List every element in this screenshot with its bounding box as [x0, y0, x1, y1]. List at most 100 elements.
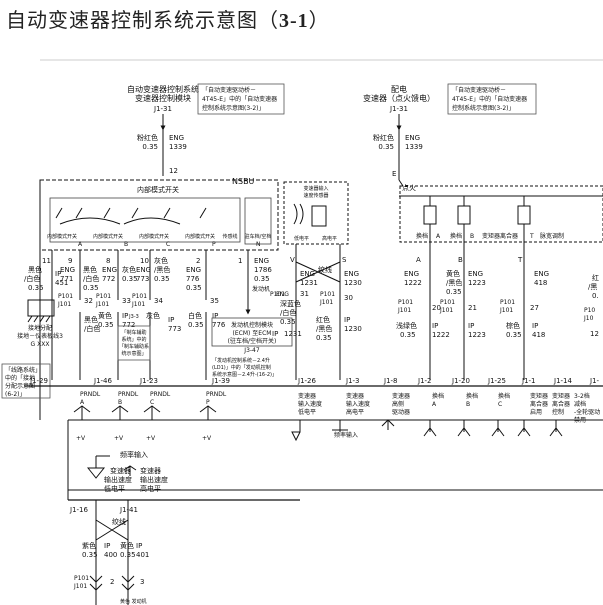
lw1-size: 0.35 — [82, 551, 98, 559]
module-line1: 自动变速器控制系统 — [127, 84, 199, 94]
sol-t-name: 变矩器离合器 — [482, 232, 518, 240]
conn-12: J1-14 — [553, 377, 572, 385]
eng-no-left: 1339 — [169, 143, 187, 151]
prndl-3: PRNDL — [150, 391, 171, 398]
w9-color: 黑色 — [83, 265, 97, 274]
ground-note1: 「线路系统」 — [5, 366, 41, 374]
solw3-no: 418 — [534, 279, 547, 287]
page-title: 自动变速器控制系统示意图（3-1） — [6, 8, 330, 32]
pin-right: E — [392, 170, 396, 178]
nsbu-sub-2: 内部模式开关 — [93, 233, 123, 240]
sw1-ipno: 1231 — [284, 330, 302, 338]
ref-note-right-3: 控制系统示意图(3-2)」 — [452, 104, 514, 112]
ein-3b: 高侧 — [392, 400, 404, 408]
w8-no: 772 — [102, 275, 115, 283]
w11-color: 黑色 — [28, 265, 42, 274]
conn-5: J1-26 — [297, 377, 316, 385]
fr-p: P10 — [584, 307, 595, 314]
ref-note-right-1: 「自动变速驱动桥－ — [452, 86, 506, 94]
nsbu-inner-title: 内部模式开关 — [137, 185, 179, 194]
conn-3: J1-23 — [139, 377, 158, 385]
conn-9: J1-20 — [451, 377, 470, 385]
solw2-no: 1223 — [468, 279, 486, 287]
sol-pin-a: A — [416, 256, 421, 264]
dist-label2: 变速器（点火馈电） — [363, 93, 435, 103]
lower-arrow-up — [123, 465, 137, 476]
w8-color: 灰色 — [122, 265, 136, 274]
nsbu-contacts — [55, 207, 207, 225]
w9-size: 0.35 — [83, 284, 99, 292]
solw3-p101: P101 — [500, 299, 515, 306]
lw1-color: 紫色 — [82, 541, 96, 550]
ein-9c: -全轮驱动 — [574, 408, 600, 416]
w1-eng: ENG — [254, 257, 269, 265]
module-connector: J1-31 — [153, 105, 172, 113]
speed-coil — [293, 203, 327, 227]
w1-no: 1786 — [254, 266, 272, 274]
sw1-no: 1231 — [300, 279, 318, 287]
solw3-eng: ENG — [534, 270, 549, 278]
plus-v-stubs — [73, 405, 217, 420]
prndl-1: PRNDL — [80, 391, 101, 398]
conn-8: J1-2 — [417, 377, 432, 385]
dist-connector: J1-31 — [389, 105, 408, 113]
sw1-eng2: ENG — [300, 270, 315, 278]
sol-t-pin: T — [529, 233, 534, 240]
solw2-color: 黄色 — [446, 269, 460, 278]
ein-5b: B — [466, 401, 470, 408]
ecm-line3: (驻车档/空档开关) — [228, 337, 277, 345]
lower-freq: 频率输入 — [120, 450, 148, 459]
ein-1a: 变速器 — [298, 392, 316, 400]
nsbu-pin-c: C — [166, 241, 170, 248]
w2-eng: ENG — [186, 266, 201, 274]
nsbu-label: NSBU — [232, 177, 255, 186]
eng-no-right: 1339 — [405, 143, 423, 151]
w9-j101: J101 — [57, 301, 71, 308]
sol-a-pin: A — [436, 233, 441, 240]
prndl-4: PRNDL — [206, 391, 227, 398]
nsbu-sublabels: 内部模式开关 内部模式开关 内部模式开关 内部模式开关 传感线 驻车档/空档 — [47, 233, 271, 240]
sw1-color2: /白色 — [280, 308, 296, 317]
ground-code: G XXX — [31, 341, 50, 348]
conn-4: J1-39 — [211, 377, 230, 385]
ecm-conn: J3-47 — [243, 347, 260, 354]
ecm-box — [211, 317, 293, 347]
solw1-ipno: 1222 — [432, 331, 450, 339]
solw1-p101: P101 — [398, 299, 413, 306]
ref-note-left-1: 「自动变速驱动桥－ — [202, 86, 256, 94]
lower-connector-chevrons — [89, 575, 135, 591]
ein-3c: 驱动器 — [392, 409, 410, 416]
speed-wire-labels: ENG ENG 1231 深蓝色 /白色 0.35 P101 31 IP 123… — [270, 270, 362, 342]
w1-pin: 1 — [238, 257, 242, 265]
ein-8b: 离合器 — [552, 400, 570, 408]
sw2-size: 0.35 — [316, 334, 332, 342]
lower-wire-labels: 紫色 0.35 IP 400 黄色 0.35 IP 401 P101 J101 … — [73, 541, 149, 605]
out-lo-3: 低电平 — [104, 484, 125, 493]
nsbu-pin-b: B — [124, 241, 128, 248]
ground-ref-box — [1, 363, 51, 399]
w9-eng: ENG — [60, 266, 75, 274]
w9-ipcolor2: /白色 — [84, 324, 100, 333]
solw3-end: 27 — [530, 304, 539, 312]
prndl-ref-code: J3-3 — [128, 314, 139, 320]
prndl-ref-4: 统示意图」 — [121, 350, 146, 357]
speed-title2: 速度传感器 — [303, 192, 328, 199]
w10-ipcolor: 灰色 — [146, 311, 160, 320]
sw2-end: 30 — [344, 294, 353, 302]
w9-no: 771 — [60, 275, 73, 283]
ein-1b: 输入速度 — [298, 400, 322, 408]
ecm-line1: 发动机控制模块 — [231, 321, 273, 329]
solw2-size: 0.35 — [446, 288, 462, 296]
w2-ipsize: 0.35 — [188, 321, 204, 329]
ignition-splice — [398, 179, 404, 187]
w8-size: 0.35 — [122, 275, 138, 283]
sw2-p101: P101 — [320, 291, 335, 298]
w10-p101: P101 — [132, 293, 147, 300]
nsbu-sub-5: 传感线 — [222, 233, 237, 240]
prndl-ref-3: 「制车辅助系 — [119, 343, 149, 350]
prndl-ref-box — [117, 325, 151, 361]
w11-pin: 11 — [42, 257, 51, 265]
ein-2b: 输入速度 — [346, 400, 370, 408]
plus-v-labels: +V +V +V +V — [76, 435, 212, 442]
